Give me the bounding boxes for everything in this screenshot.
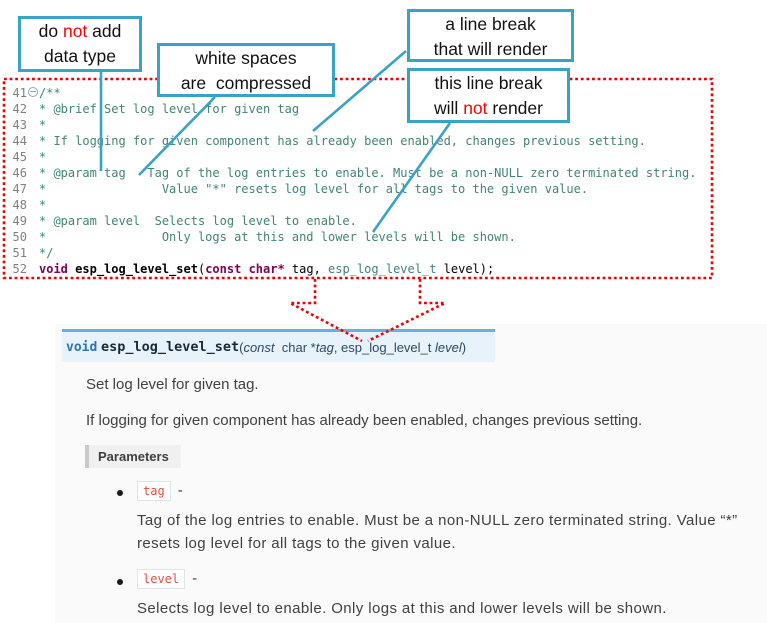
code-text: */: [39, 246, 54, 260]
code-line-48: 48 *: [0, 197, 696, 213]
bullet-dot: [117, 579, 123, 585]
signature-token: void: [66, 339, 98, 355]
code-line-52: 52 void esp_log_level_set(const char* tag…: [0, 261, 696, 277]
code-text: void esp_log_level_set(const char* tag, …: [39, 262, 495, 276]
line-number: 42: [12, 102, 27, 116]
line-number: 51: [12, 246, 27, 260]
callout-white-spaces-compressed: white spaces are compressed: [157, 43, 335, 97]
signature-token: char: [281, 339, 308, 355]
code-line-46: 46 * @param tag Tag of the log entries to…: [0, 165, 697, 181]
signature-token: [275, 340, 282, 355]
code-line-44: 44 * If logging for given component has a…: [0, 133, 696, 149]
param-level-row: level-: [137, 569, 197, 589]
line-number: 52: [12, 262, 27, 276]
rendered-docs-panel: void esp_log_level_set(const char *tag, …: [55, 324, 767, 623]
function-signature-bar: void esp_log_level_set(const char *tag, …: [62, 329, 495, 362]
parameters-heading: Parameters: [85, 445, 181, 468]
param-tag-row: tag-: [137, 481, 183, 501]
doc-description: If logging for given component has alrea…: [86, 412, 643, 429]
callout-line: a line break: [445, 14, 536, 34]
code-line-41: 41 /**: [0, 85, 696, 101]
param-level-description: Selects log level to enable. Only logs a…: [137, 600, 667, 617]
line-number: 49: [12, 214, 27, 228]
code-text: * @brief Set log level for given tag: [39, 102, 300, 116]
param-tag-description: Tag of the log entries to enable. Must b…: [137, 512, 738, 552]
line-number: 43: [12, 118, 27, 132]
param-dash: -: [177, 481, 183, 499]
callout-line: this line break: [434, 73, 543, 93]
code-text: *: [39, 150, 47, 164]
signature-token: (: [239, 339, 244, 355]
code-text: * @param tag Tag of the log entries to e…: [39, 166, 697, 180]
source-code-editor: 41 /** 42 * @brief Set log level for given …: [0, 85, 697, 277]
code-text: * @param level Selects log level to enab…: [39, 214, 357, 228]
signature-token: *: [307, 339, 316, 355]
code-text: *: [39, 198, 47, 212]
code-text: * Only logs at this and lower levels wil…: [39, 230, 516, 244]
signature-token: ,: [333, 339, 342, 355]
signature-token: esp_log_level_t: [341, 339, 432, 355]
code-line-50: 50 * Only logs at this and lower levels w…: [0, 229, 696, 245]
callout-line: are compressed: [180, 73, 312, 93]
param-dash: -: [192, 569, 198, 587]
signature-token: level: [435, 339, 462, 355]
code-line-43: 43 *: [0, 117, 696, 133]
code-text: * If logging for given component has alr…: [39, 134, 646, 148]
code-line-45: 45 *: [0, 149, 696, 165]
signature-token: esp_log_level_set: [100, 339, 240, 355]
param-name-tag: tag: [137, 481, 171, 501]
line-number: 41: [12, 86, 27, 100]
line-number: 48: [12, 198, 27, 212]
signature-token: tag: [315, 339, 334, 355]
bullet-dot: [117, 490, 123, 496]
code-line-51: 51 */: [0, 245, 696, 261]
code-line-49: 49 * @param level Selects log level to en…: [0, 213, 696, 229]
code-line-42: 42 * @brief Set log level for given tag: [0, 101, 696, 117]
doc-brief: Set log level for given tag.: [86, 376, 259, 393]
callout-line: will not render: [434, 98, 543, 118]
callout-line-break-will-render: a line break that will render: [407, 9, 574, 62]
fold-collapse-icon: [28, 87, 38, 97]
line-number: 45: [12, 150, 27, 164]
signature-token: ): [461, 339, 467, 355]
code-text: /**: [39, 86, 61, 100]
line-number: 46: [12, 166, 27, 180]
code-text: *: [39, 118, 47, 132]
callout-line-break-will-not-render: this line break will not render: [407, 68, 570, 123]
line-number: 44: [12, 134, 27, 148]
callout-line: do not add: [38, 21, 122, 41]
callout-line: data type: [44, 46, 116, 66]
code-line-47: 47 * Value "*" resets log level for all t…: [0, 181, 696, 197]
param-name-level: level: [137, 569, 186, 589]
callout-line: white spaces: [195, 48, 297, 68]
line-number: 50: [12, 230, 27, 244]
code-text: * Value "*" resets log level for all tag…: [39, 182, 589, 196]
callout-do-not-add-data-type: do not add data type: [18, 16, 142, 72]
callout-line: that will render: [433, 39, 548, 59]
line-number: 47: [12, 182, 27, 196]
signature-token: const: [243, 339, 275, 355]
